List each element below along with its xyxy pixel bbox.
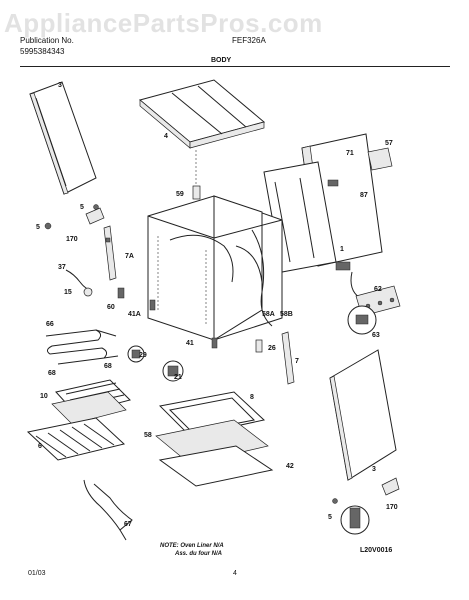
broil-element (83, 479, 133, 541)
door-insulation-part-58 (155, 419, 269, 465)
callout-87: 87 (360, 192, 368, 199)
model-number: FEF326A (232, 36, 266, 45)
callout-3-top: 3 (58, 82, 62, 89)
hinge-part-7A (103, 225, 117, 281)
callout-63: 63 (372, 332, 380, 339)
callout-68-left: 68 (48, 370, 56, 377)
callout-29: 29 (139, 352, 147, 359)
callout-60: 60 (107, 304, 115, 311)
diagram-code: L20V0016 (360, 547, 393, 554)
top-panel (138, 79, 266, 149)
hinge-part-7 (281, 331, 295, 385)
sensor-part-15 (83, 287, 93, 297)
callout-1: 1 (340, 246, 344, 253)
callout-8: 8 (250, 394, 254, 401)
callout-41: 41 (186, 340, 194, 347)
cabinet-body (147, 195, 283, 341)
callout-58: 58 (144, 432, 152, 439)
callout-7: 7 (295, 358, 299, 365)
wire-part-37 (65, 269, 93, 291)
callout-59: 59 (176, 191, 184, 198)
side-panel-left (29, 81, 97, 195)
callout-5-upper: 5 (80, 204, 84, 211)
section-title: BODY (211, 57, 232, 64)
note-line-1: NOTE: Oven Liner N/A (160, 543, 224, 549)
oven-rack (26, 417, 126, 461)
broiler-pan (51, 379, 131, 425)
terminal-detail-circle (347, 305, 377, 335)
element-block-part-21 (162, 360, 184, 382)
leveling-leg-part-5 (340, 505, 370, 535)
callout-7A: 7A (125, 253, 134, 260)
watermark: AppliancePartsPros.com (4, 8, 323, 38)
callout-67: 67 (124, 521, 132, 528)
callout-58B: 58B (280, 311, 293, 318)
clip-part-60 (117, 287, 125, 299)
callout-71: 71 (346, 150, 354, 157)
callout-68-right: 68 (104, 363, 112, 370)
callout-57: 57 (385, 140, 393, 147)
insulation-part-58A (251, 229, 273, 327)
screw-part-5 (44, 204, 338, 504)
callout-21: 21 (174, 374, 182, 381)
publication-number: 5995384343 (20, 47, 65, 56)
bracket-part-41 (149, 299, 218, 349)
element-block-part-29 (127, 345, 145, 363)
bracket-part-170 (85, 207, 400, 496)
publication-label: Publication No. (20, 36, 74, 45)
callout-58A: 58A (262, 311, 275, 318)
callout-170-left: 170 (66, 236, 78, 243)
callout-66: 66 (46, 321, 54, 328)
callout-37: 37 (58, 264, 66, 271)
callout-170-right: 170 (386, 504, 398, 511)
callout-62: 62 (374, 286, 382, 293)
note-line-2: Ass. du four N/A (175, 551, 223, 557)
header-rule (20, 66, 450, 67)
callout-4: 4 (164, 133, 168, 140)
callout-3-right: 3 (372, 466, 376, 473)
callout-26: 26 (268, 345, 276, 352)
door-liner-part-42 (158, 445, 274, 487)
side-panel-right (329, 349, 397, 481)
cover-part-57 (367, 147, 393, 171)
bake-element (45, 329, 119, 365)
callout-41A: 41A (128, 311, 141, 318)
callout-10: 10 (40, 393, 48, 400)
callout-15: 15 (64, 289, 72, 296)
callout-6: 6 (38, 443, 42, 450)
footer-date: 01/03 (28, 570, 46, 577)
spacer-part-59 (192, 185, 201, 200)
clip-part-26 (255, 339, 263, 353)
callout-5-left: 5 (36, 224, 40, 231)
callout-42: 42 (286, 463, 294, 470)
footer-page: 4 (233, 570, 237, 577)
callout-5-leg: 5 (328, 514, 332, 521)
